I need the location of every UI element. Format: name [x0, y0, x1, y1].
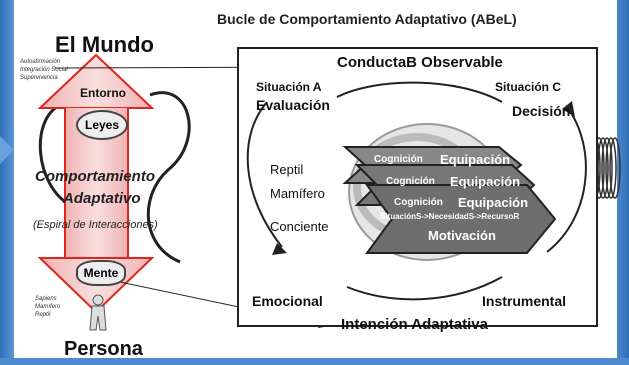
- note-reptil: Reptil: [35, 312, 51, 318]
- chevron-3-equipacion: Equipación: [458, 195, 529, 210]
- diagram-title: Bucle de Comportamiento Adaptativo (ABeL…: [217, 11, 517, 27]
- note-integracion: Integración Social: [20, 67, 68, 73]
- chevron-2-equipacion: Equipación: [450, 174, 521, 189]
- mente-label: Mente: [83, 266, 119, 280]
- note-mamifero: Mamífero: [35, 304, 61, 310]
- blue-frame-bottom: [0, 358, 629, 365]
- intencion-label: Intención Adaptativa: [341, 316, 488, 333]
- emocional-label: Emocional: [252, 293, 323, 309]
- note-autoafirmacion: Autoafirmación: [20, 59, 61, 65]
- chevron-3: [365, 184, 557, 254]
- mundo-label: El Mundo: [55, 32, 154, 57]
- blue-frame-left: [0, 0, 14, 365]
- leyes-label: Leyes: [84, 118, 120, 132]
- center-subtitle: (Espiral de Interacciones): [33, 219, 158, 231]
- chevron-1-cognicion: Cognición: [374, 154, 423, 165]
- evaluacion-label: Evaluación: [256, 97, 330, 113]
- reptil-label: Reptil: [270, 162, 304, 177]
- conducta-label: ConductaB Observable: [337, 54, 503, 71]
- center-title-2: Adaptativo: [63, 190, 141, 207]
- motivacion-label: Motivación: [428, 228, 496, 243]
- leyes-cloud: Leyes: [76, 110, 128, 140]
- loop-arcs: [246, 81, 587, 301]
- person-figure: [89, 294, 107, 331]
- center-title-1: Comportamiento: [35, 168, 155, 185]
- mente-cloud: Mente: [76, 260, 126, 286]
- situacion-a-label: Situación A: [256, 80, 322, 94]
- top-notes: Autoafirmación Integración Social Superv…: [20, 58, 68, 82]
- chevron-1-equipacion: Equipación: [440, 152, 511, 167]
- note-sapiens: Sapiens: [35, 296, 57, 302]
- persona-label: Persona: [64, 338, 143, 360]
- loop-arrowheads: [272, 101, 575, 255]
- mamifero-label: Mamífero: [270, 186, 325, 201]
- instrumental-label: Instrumental: [482, 293, 567, 309]
- blue-frame-right: [617, 0, 629, 365]
- chevron-2-cognicion: Cognición: [386, 176, 435, 187]
- conciente-label: Conciente: [270, 219, 329, 234]
- chevron-3-cognicion: Cognición: [394, 197, 443, 208]
- chevron-3-situacion: SituaciónS->NecesidadS->RecursoR: [380, 212, 520, 221]
- bottom-notes: Sapiens Mamífero Reptil: [35, 295, 60, 319]
- entorno-label: Entorno: [80, 86, 126, 100]
- note-supervivencia: Supervivencia: [20, 75, 58, 81]
- blue-arrow-tip: [0, 136, 14, 164]
- decision-label: Decisión: [512, 103, 571, 119]
- situacion-c-label: Situación C: [495, 80, 562, 94]
- loop-graphics: [246, 81, 587, 301]
